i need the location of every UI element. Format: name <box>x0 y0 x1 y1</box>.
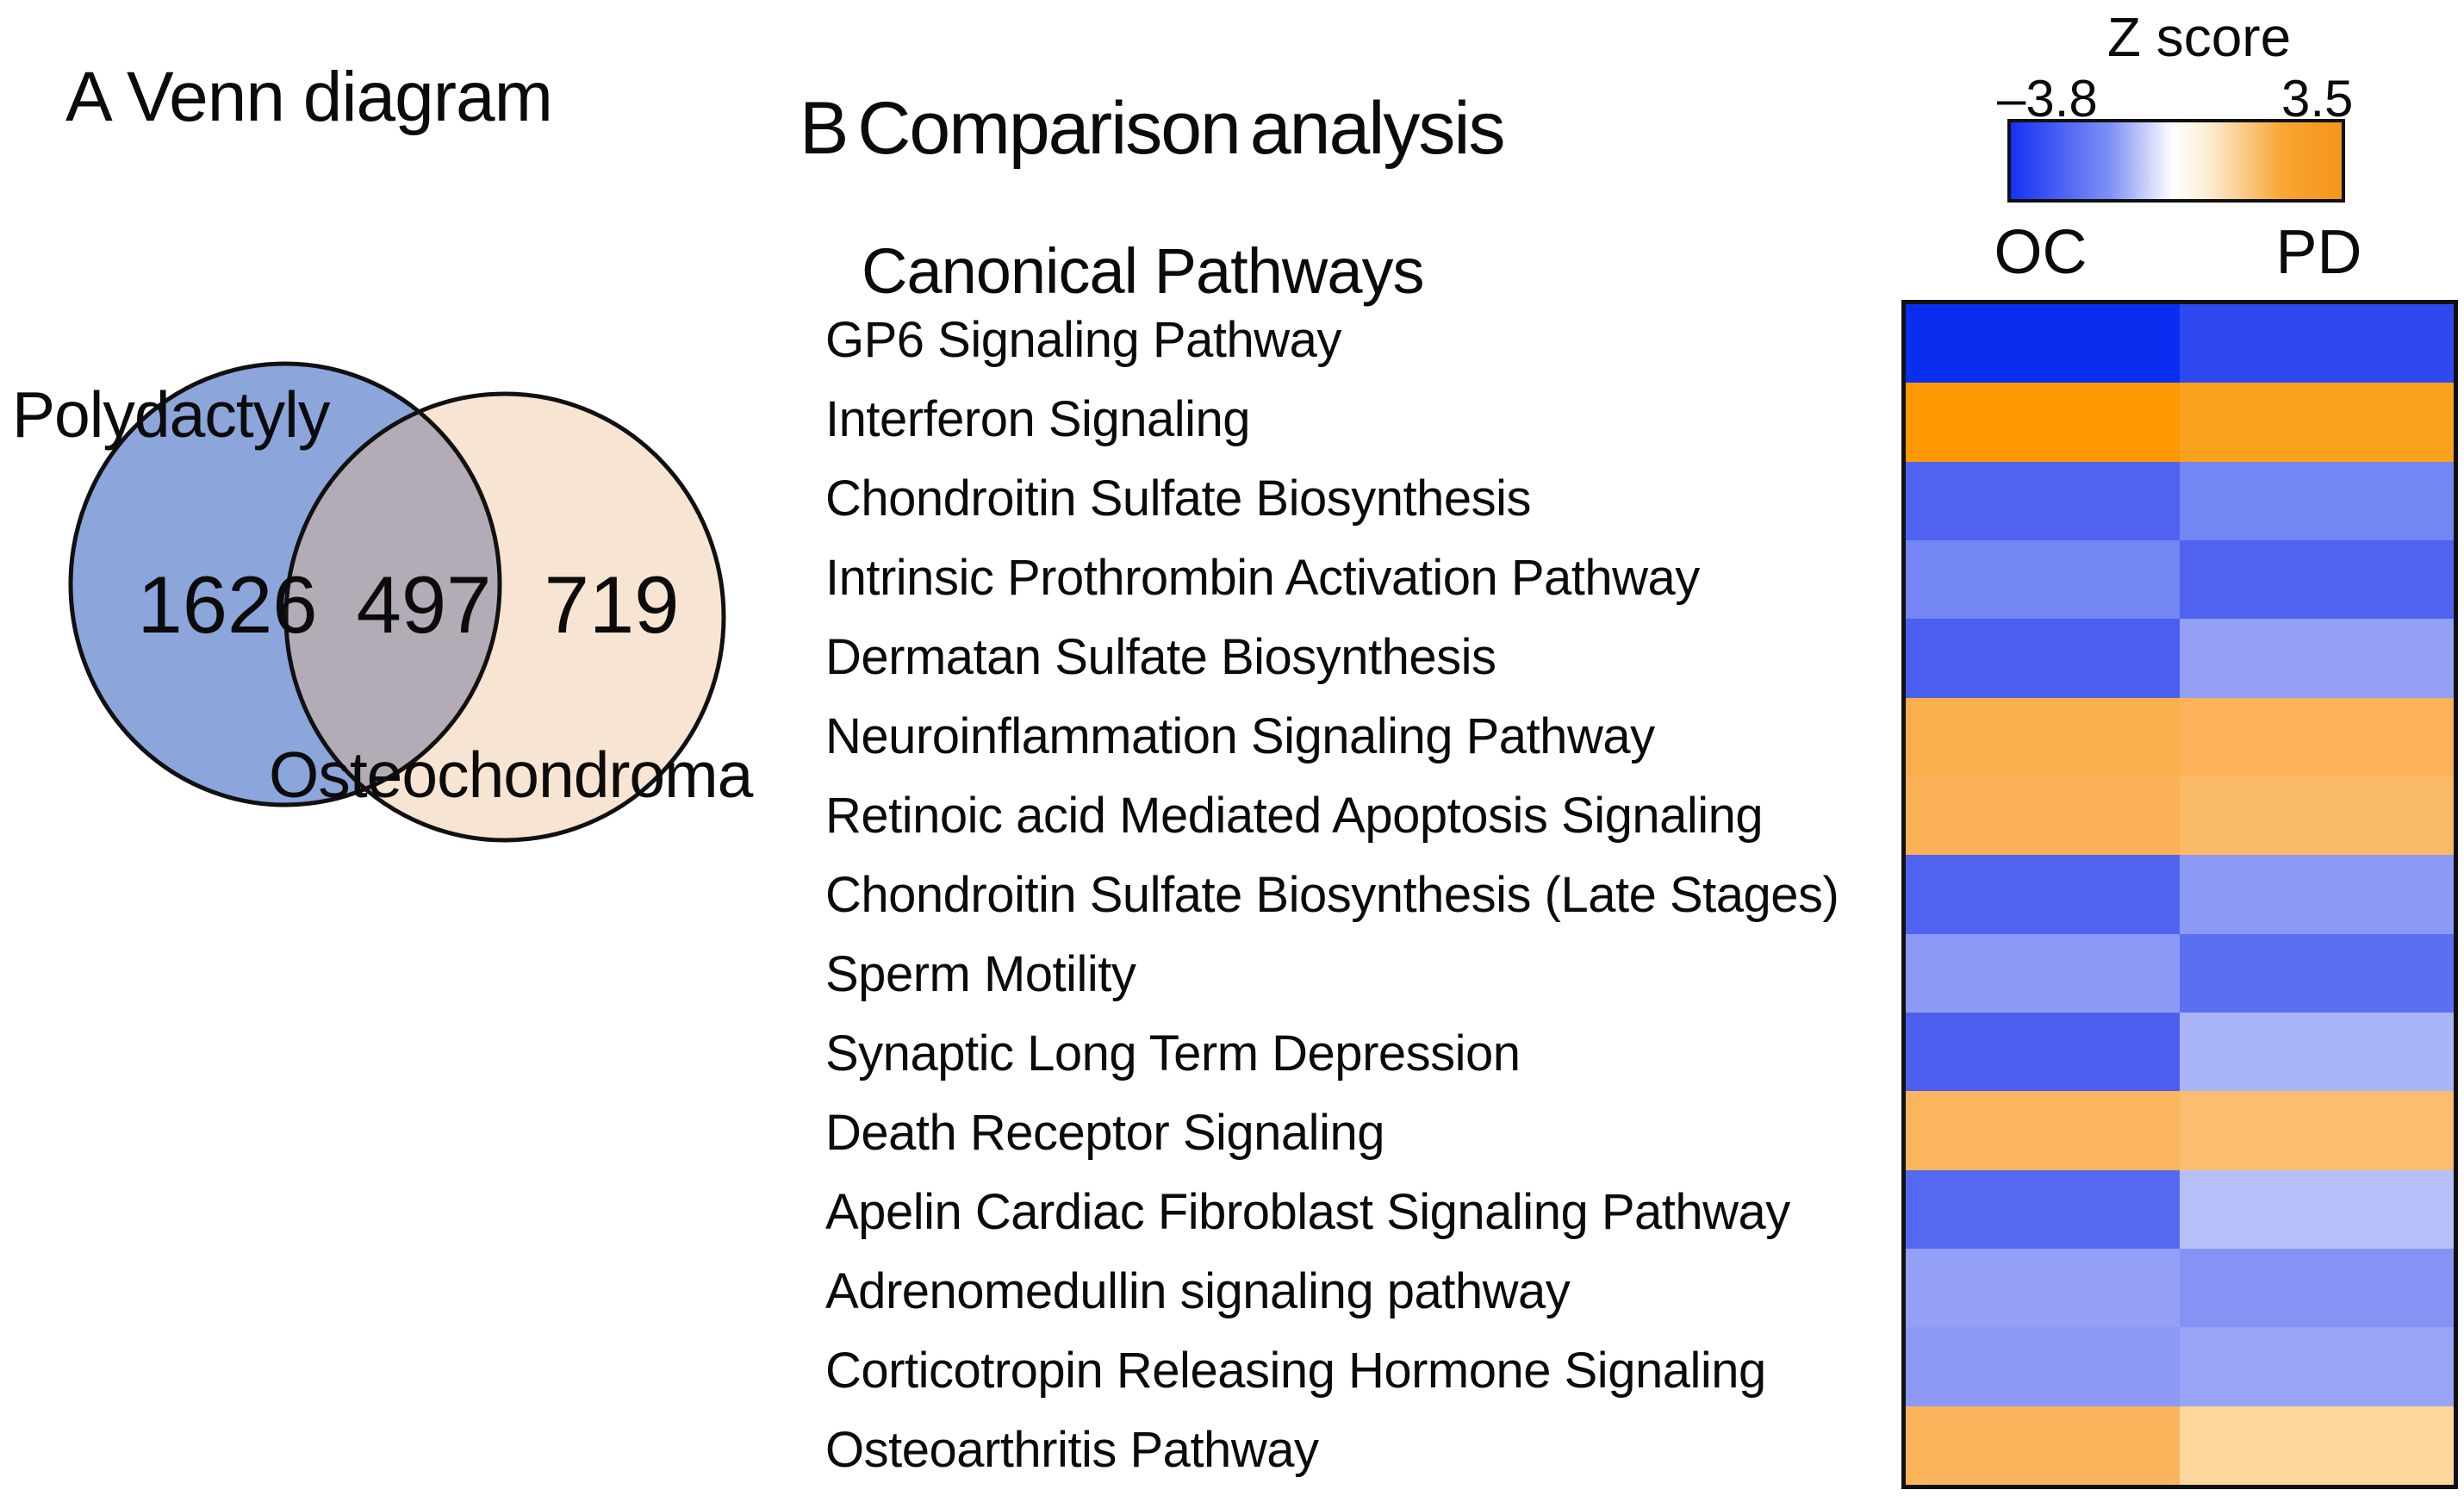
heatmap-cell-oc <box>1906 461 2180 540</box>
heatmap-cell-pd <box>2180 461 2454 540</box>
venn-left-count: 1626 <box>137 559 318 650</box>
heatmap-row <box>1906 933 2454 1013</box>
heatmap-cell-pd <box>2180 1248 2454 1328</box>
pathway-label: Osteoarthritis Pathway <box>825 1421 1319 1478</box>
heatmap-cell-oc <box>1906 855 2180 934</box>
heatmap-row <box>1906 619 2454 698</box>
venn-overlap-count: 497 <box>356 559 492 650</box>
pathway-axis-label: Canonical Pathways <box>862 235 1424 307</box>
heatmap-row <box>1906 855 2454 934</box>
heatmap-cell-pd <box>2180 539 2454 620</box>
pathway-label: Intrinsic Prothrombin Activation Pathway <box>825 549 1700 606</box>
heatmap-cell-oc <box>1906 697 2180 776</box>
heatmap-cell-pd <box>2180 1406 2454 1485</box>
heatmap-cell-pd <box>2180 304 2454 383</box>
zscore-max-label: 3.5 <box>2281 70 2354 128</box>
heatmap-cell-oc <box>1906 304 2180 383</box>
heatmap-cell-pd <box>2180 1091 2454 1170</box>
venn-diagram <box>68 361 726 843</box>
venn-overlap-fill <box>286 394 500 805</box>
pathway-label: Death Receptor Signaling <box>825 1104 1384 1161</box>
heatmap-row <box>1906 776 2454 856</box>
heatmap-cell-oc <box>1906 933 2180 1013</box>
heatmap-row <box>1906 697 2454 776</box>
pathway-label: Neuroinflammation Signaling Pathway <box>825 707 1655 764</box>
pathway-label: Adrenomedullin signaling pathway <box>825 1262 1571 1319</box>
heatmap-cell-pd <box>2180 1327 2454 1406</box>
heatmap-row <box>1906 1406 2454 1485</box>
heatmap-cell-pd <box>2180 776 2454 856</box>
venn-left-outline <box>68 361 502 807</box>
heatmap <box>1901 300 2458 1489</box>
zscore-legend-title: Z score <box>2106 6 2292 68</box>
heatmap-cell-oc <box>1906 1091 2180 1170</box>
heatmap-cell-pd <box>2180 855 2454 934</box>
pathway-label: Sperm Motility <box>825 945 1136 1002</box>
heatmap-cell-oc <box>1906 1406 2180 1485</box>
heatmap-cell-oc <box>1906 1248 2180 1328</box>
panel-a-title: A Venn diagram <box>65 58 553 136</box>
zscore-gradient-bar <box>2007 119 2345 203</box>
heatmap-cell-pd <box>2180 697 2454 776</box>
heatmap-cell-pd <box>2180 383 2454 462</box>
heatmap-cell-pd <box>2180 619 2454 698</box>
pathway-label: Dermatan Sulfate Biosynthesis <box>825 628 1496 685</box>
heatmap-row <box>1906 304 2454 383</box>
heatmap-grid <box>1906 304 2454 1485</box>
heatmap-row <box>1906 1012 2454 1092</box>
heatmap-cell-pd <box>2180 1169 2454 1249</box>
heatmap-row <box>1906 539 2454 620</box>
pathway-label: Retinoic acid Mediated Apoptosis Signali… <box>825 787 1764 844</box>
heatmap-row <box>1906 1327 2454 1406</box>
pathway-label: Synaptic Long Term Depression <box>825 1025 1521 1081</box>
zscore-min-label: –3.8 <box>1997 70 2098 128</box>
pathway-label: Chondroitin Sulfate Biosynthesis <box>825 470 1532 527</box>
heatmap-column-header-pd: PD <box>2275 218 2362 287</box>
heatmap-cell-oc <box>1906 1012 2180 1092</box>
heatmap-cell-oc <box>1906 776 2180 856</box>
heatmap-cell-pd <box>2180 1012 2454 1092</box>
venn-right-outline <box>283 391 726 843</box>
venn-right-set-label: Osteochondroma <box>269 739 753 811</box>
pathway-label: Apelin Cardiac Fibroblast Signaling Path… <box>825 1183 1790 1240</box>
heatmap-row <box>1906 1169 2454 1249</box>
heatmap-row <box>1906 461 2454 540</box>
venn-left-set-label: Polydactyly <box>12 378 330 451</box>
pathway-label: Corticotropin Releasing Hormone Signalin… <box>825 1342 1766 1399</box>
heatmap-row <box>1906 1091 2454 1170</box>
heatmap-row <box>1906 1248 2454 1328</box>
heatmap-column-header-oc: OC <box>1994 218 2088 287</box>
heatmap-cell-pd <box>2180 933 2454 1013</box>
pathway-label: Chondroitin Sulfate Biosynthesis (Late S… <box>825 866 1839 923</box>
heatmap-cell-oc <box>1906 383 2180 462</box>
heatmap-row <box>1906 383 2454 462</box>
venn-right-count: 719 <box>544 559 680 650</box>
pathway-label: Interferon Signaling <box>825 390 1251 447</box>
heatmap-cell-oc <box>1906 1169 2180 1249</box>
panel-b-title: B Comparison analysis <box>800 87 1505 170</box>
heatmap-cell-oc <box>1906 1327 2180 1406</box>
pathway-label: GP6 Signaling Pathway <box>825 311 1341 368</box>
heatmap-cell-oc <box>1906 539 2180 620</box>
heatmap-cell-oc <box>1906 619 2180 698</box>
